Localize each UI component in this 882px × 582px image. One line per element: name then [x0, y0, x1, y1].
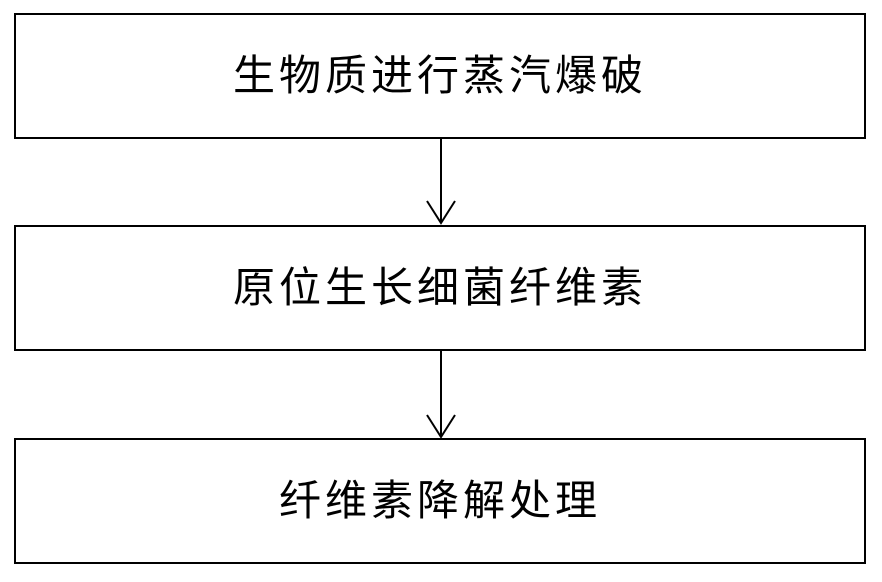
step-box-bacterial-cellulose-growth: 原位生长细菌纤维素	[14, 225, 866, 351]
step-box-cellulose-degradation: 纤维素降解处理	[14, 438, 866, 564]
down-arrow-icon	[426, 139, 456, 225]
step-label: 纤维素降解处理	[278, 476, 601, 525]
step-label: 生物质进行蒸汽爆破	[232, 51, 647, 100]
step-box-steam-explosion: 生物质进行蒸汽爆破	[14, 13, 866, 139]
step-label: 原位生长细菌纤维素	[232, 263, 647, 312]
down-arrow-icon	[426, 351, 456, 439]
